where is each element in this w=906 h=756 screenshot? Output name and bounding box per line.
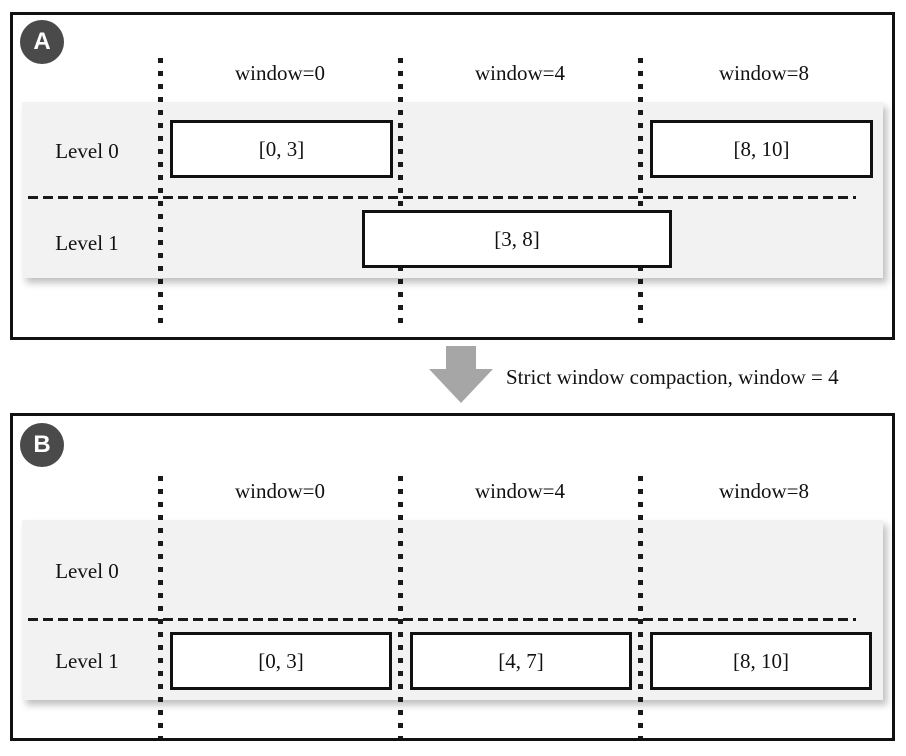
sstable-box-0-3: [0, 3] (170, 120, 393, 178)
column-header-window-0: window=0 (234, 61, 325, 85)
level-0-label: Level 0 (55, 559, 119, 583)
panel-b-badge: B (20, 423, 64, 467)
sstable-box-8-10: [8, 10] (650, 120, 873, 178)
column-header-window-4: window=4 (474, 61, 565, 85)
sstable-box-8-10: [8, 10] (650, 632, 872, 690)
panel-a: A window=0 window=4 window=8 Level 0 Lev… (10, 12, 895, 340)
dotted-guideline-window-8 (638, 476, 643, 738)
column-header-window-0: window=0 (234, 479, 325, 503)
down-arrow-icon (429, 346, 493, 403)
dashed-level-divider (28, 196, 856, 199)
column-header-window-8: window=8 (718, 61, 809, 85)
dotted-guideline-window-0 (158, 476, 163, 738)
level-1-label: Level 1 (55, 231, 119, 255)
dotted-guideline-window-8 (638, 58, 643, 328)
dotted-guideline-window-4 (398, 476, 403, 738)
dotted-guideline-window-4 (398, 58, 403, 328)
dotted-guideline-window-0 (158, 58, 163, 328)
panel-a-badge: A (20, 20, 64, 64)
level-0-label: Level 0 (55, 139, 119, 163)
compaction-caption: Strict window compaction, window = 4 (506, 365, 839, 389)
dashed-level-divider (28, 618, 856, 621)
sstable-box-0-3: [0, 3] (170, 632, 392, 690)
sstable-box-3-8: [3, 8] (362, 210, 672, 268)
panel-b: B window=0 window=4 window=8 Level 0 Lev… (10, 413, 895, 741)
column-header-window-4: window=4 (474, 479, 565, 503)
sstable-box-4-7: [4, 7] (410, 632, 632, 690)
level-1-label: Level 1 (55, 649, 119, 673)
column-header-window-8: window=8 (718, 479, 809, 503)
